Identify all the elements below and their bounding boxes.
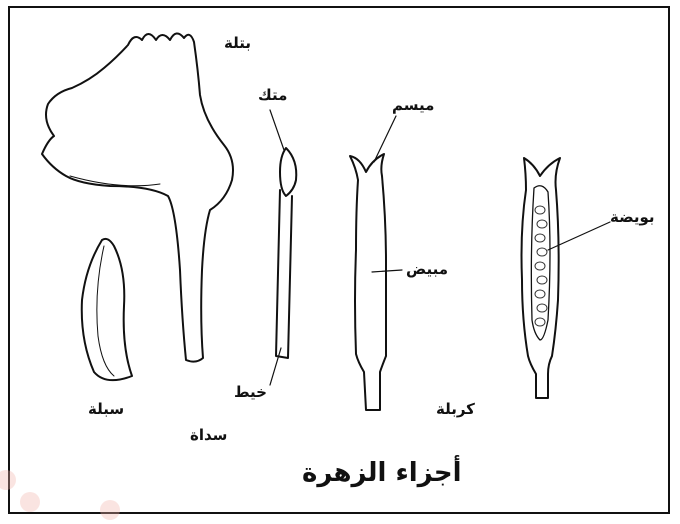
anther-shape [280,148,296,196]
label-carpel: كربلة [436,402,475,417]
sepal-inner-line [97,246,114,376]
carpel-pointer-stigma [374,116,396,162]
label-stamen: سداة [190,428,227,443]
label-sepal: سبلة [88,402,124,417]
label-anther: متك [258,88,287,103]
label-stigma: ميسم [392,98,434,113]
label-filament: خيط [234,385,267,400]
ovary-cavity [531,186,550,340]
diagram-title: أجزاء الزهرة [302,460,461,486]
label-ovary: مبيض [406,262,448,277]
petal-inner-line [70,176,160,186]
anther-pointer [270,110,284,150]
decorative-dot [100,500,120,520]
carpel-section-shape [522,158,561,398]
sepal-shape [82,239,132,380]
label-ovule: بويضة [610,210,655,225]
filament-shape [276,190,292,358]
petal-shape [42,33,233,361]
ovule-cluster [535,206,547,326]
carpel-shape [350,154,386,410]
decorative-dot [20,492,40,512]
label-petal: بتلة [224,36,251,51]
